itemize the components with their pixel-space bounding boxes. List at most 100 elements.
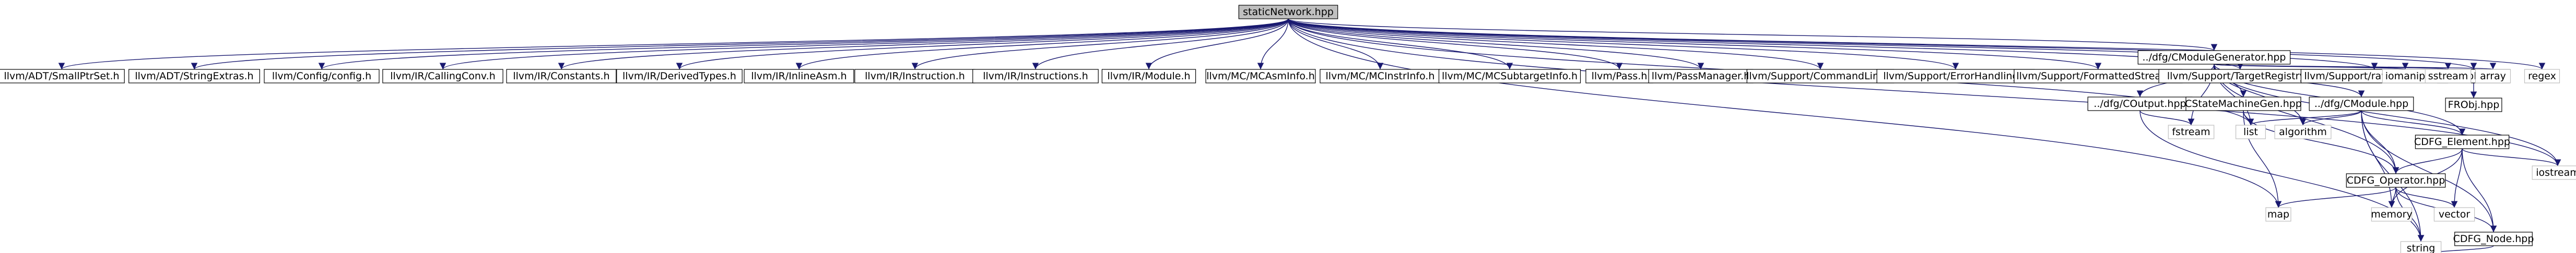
graph-node-label: llvm/PassManager.h	[1652, 70, 1750, 82]
graph-node-llvm-adt-smallptrset-h[interactable]: llvm/ADT/SmallPtrSet.h	[0, 69, 125, 83]
graph-node-label: CDFG_Operator.hpp	[2347, 175, 2445, 186]
graph-node-label: ../dfg/CModuleGenerator.hpp	[2143, 52, 2286, 63]
graph-node-cdfg-element-hpp[interactable]: CDFG_Element.hpp	[2414, 135, 2510, 149]
graph-edge-staticnetwork-hpp-to-llvm-ir-module-h	[1145, 18, 1289, 70]
graph-node-box	[128, 69, 260, 83]
graph-node-label: CDFG_Element.hpp	[2414, 136, 2510, 148]
graph-node-llvm-ir-inlineasm-h[interactable]: llvm/IR/InlineAsm.h	[744, 69, 854, 83]
graph-node-llvm-passmanager-h[interactable]: llvm/PassManager.h	[1648, 69, 1754, 83]
graph-node-label: CStateMachineGen.hpp	[2185, 98, 2302, 110]
graph-node-label: llvm/ADT/StringExtras.h	[135, 70, 253, 82]
graph-node-regex: regex	[2524, 69, 2560, 83]
graph-node-label: llvm/ADT/SmallPtrSet.h	[4, 70, 119, 82]
graph-node-list: list	[2236, 125, 2266, 139]
graph-node-label: algorithm	[2279, 126, 2327, 138]
graph-node-dfg-coutput-hpp[interactable]: ../dfg/COutput.hpp	[2087, 97, 2193, 111]
graph-node-llvm-mc-mcinstrinfo-h[interactable]: llvm/MC/MCInstrInfo.h	[1320, 69, 1441, 83]
graph-node-box	[2400, 241, 2442, 253]
graph-node-label: iostream	[2536, 167, 2576, 178]
graph-node-memory: memory	[2371, 207, 2413, 222]
graph-node-label: llvm/MC/MCInstrInfo.h	[1326, 70, 1435, 82]
graph-node-llvm-ir-derivedtypes-h[interactable]: llvm/IR/DerivedTypes.h	[616, 69, 743, 83]
graph-node-box	[1238, 5, 1338, 19]
graph-edge-cdfg-element-hpp-to-vector	[2451, 148, 2463, 208]
graph-node-llvm-support-commandline-h[interactable]: llvm/Support/CommandLine.h	[1746, 69, 1895, 83]
graph-node-label: llvm/Config/config.h	[272, 70, 371, 82]
graph-edge-cdfg-node-hpp-to-string	[2417, 245, 2494, 253]
graph-node-llvm-support-errorhandling-h[interactable]: llvm/Support/ErrorHandling.h	[1876, 69, 2035, 83]
graph-node-llvm-ir-instructions-h[interactable]: llvm/IR/Instructions.h	[972, 69, 1099, 83]
graph-node-box	[2415, 135, 2510, 149]
graph-edge-staticnetwork-hpp-to-llvm-support-errorhandling-h	[1288, 18, 1959, 70]
graph-node-frobj-hpp[interactable]: FRObj.hpp	[2445, 98, 2502, 112]
graph-node-box	[382, 69, 503, 83]
graph-node-label: llvm/IR/DerivedTypes.h	[622, 70, 736, 82]
graph-edge-dfg-cmodulegenerator-hpp-to-array	[2214, 62, 2496, 70]
graph-node-llvm-mc-mcasminfo-h[interactable]: llvm/MC/MCAsmInfo.h	[1205, 69, 1316, 83]
graph-node-cdfg-node-hpp[interactable]: CDFG_Node.hpp	[2453, 232, 2534, 246]
graph-node-box	[2475, 69, 2511, 83]
graph-node-llvm-config-config-h[interactable]: llvm/Config/config.h	[264, 69, 380, 83]
graph-node-dfg-cmodule-hpp[interactable]: ../dfg/CModule.hpp	[2309, 97, 2414, 111]
graph-edge-staticnetwork-hpp-to-llvm-adt-stringextras-h	[191, 18, 1289, 70]
graph-node-box	[2274, 125, 2332, 139]
graph-node-label: llvm/IR/InlineAsm.h	[751, 70, 846, 82]
graph-edge-staticnetwork-hpp-to-dfg-cmodulegenerator-hpp	[1288, 18, 2217, 51]
graph-node-box	[2168, 125, 2215, 139]
graph-node-algorithm: algorithm	[2274, 125, 2332, 139]
graph-node-label: iomanip	[2385, 70, 2425, 82]
graph-node-label: string	[2407, 243, 2436, 253]
graph-node-llvm-support-formattedstream-h[interactable]: llvm/Support/FormattedStream.h	[2014, 69, 2183, 83]
graph-edge-dfg-cmodule-hpp-to-algorithm	[2299, 110, 2362, 126]
graph-node-box	[2524, 69, 2560, 83]
graph-node-llvm-ir-module-h[interactable]: llvm/IR/Module.h	[1101, 69, 1196, 83]
graph-node-label: llvm/Support/ErrorHandling.h	[1883, 70, 2028, 82]
graph-edge-cstatemachinegen-hpp-to-cdfg-operator-hpp	[2243, 110, 2399, 174]
graph-node-box	[2236, 125, 2266, 139]
graph-node-label: llvm/IR/CallingConv.h	[390, 70, 496, 82]
graph-edge-dfg-coutput-hpp-to-fstream	[2139, 110, 2195, 126]
graph-node-iomanip: iomanip	[2382, 69, 2429, 83]
graph-edge-staticnetwork-hpp-to-llvm-mc-mcinstrinfo-h	[1288, 18, 1384, 70]
graph-node-staticnetwork-hpp[interactable]: staticNetwork.hpp	[1238, 5, 1338, 19]
graph-edge-staticnetwork-hpp-to-llvm-support-commandline-h	[1288, 18, 1824, 70]
graph-node-box	[1585, 69, 1653, 83]
graph-node-llvm-ir-instruction-h[interactable]: llvm/IR/Instruction.h	[854, 69, 975, 83]
graph-node-label: llvm/Pass.h	[1592, 70, 1648, 82]
graph-node-cstatemachinegen-hpp[interactable]: CStateMachineGen.hpp	[2185, 97, 2302, 111]
graph-node-box	[2454, 232, 2533, 246]
graph-edge-cdfg-operator-hpp-to-vector	[2395, 187, 2458, 208]
nodes-layer: staticNetwork.hpp llvm/ADT/SmallPtrSet.h l…	[0, 5, 2576, 253]
graph-node-label: staticNetwork.hpp	[1243, 6, 1334, 18]
graph-node-llvm-support-targetregistry-h[interactable]: llvm/Support/TargetRegistry.h	[2158, 69, 2322, 83]
graph-edge-staticnetwork-hpp-to-llvm-ir-constants-h	[558, 18, 1289, 70]
graph-edge-dfg-cmodulegenerator-hpp-to-iostream	[2214, 64, 2561, 166]
graph-node-dfg-cmodulegenerator-hpp[interactable]: ../dfg/CModuleGenerator.hpp	[2137, 50, 2291, 65]
graph-node-label: vector	[2439, 209, 2470, 220]
graph-node-llvm-ir-callingconv-h[interactable]: llvm/IR/CallingConv.h	[382, 69, 503, 83]
graph-node-box	[744, 69, 854, 83]
graph-node-string: string	[2400, 241, 2442, 253]
graph-node-box	[2265, 207, 2291, 222]
graph-node-label: llvm/IR/Instruction.h	[865, 70, 965, 82]
graph-node-label: ../dfg/COutput.hpp	[2093, 98, 2186, 110]
graph-edge-dfg-cmodule-hpp-to-cdfg-node-hpp	[2361, 110, 2497, 233]
graph-node-label: list	[2243, 126, 2258, 138]
graph-edge-staticnetwork-hpp-to-llvm-ir-inlineasm-h	[795, 18, 1289, 70]
graph-node-box	[2185, 97, 2301, 111]
graph-node-llvm-mc-mcsubtargetinfo-h[interactable]: llvm/MC/MCSubtargetInfo.h	[1438, 69, 1581, 83]
graph-node-label: llvm/IR/Instructions.h	[983, 70, 1088, 82]
graph-node-label: map	[2267, 209, 2289, 220]
graph-node-cdfg-operator-hpp[interactable]: CDFG_Operator.hpp	[2346, 173, 2446, 188]
graph-node-llvm-pass-h[interactable]: llvm/Pass.h	[1585, 69, 1653, 83]
graph-node-label: memory	[2371, 209, 2412, 220]
graph-node-label: llvm/Support/FormattedStream.h	[2016, 70, 2180, 82]
graph-node-box	[2532, 165, 2576, 180]
graph-edge-dfg-cmodule-hpp-to-list	[2247, 110, 2362, 126]
graph-node-label: llvm/Support/TargetRegistry.h	[2167, 70, 2313, 82]
graph-edge-staticnetwork-hpp-to-llvm-passmanager-h	[1288, 18, 1704, 70]
graph-node-label: llvm/Support/CommandLine.h	[1746, 70, 1895, 82]
graph-node-label: fstream	[2172, 126, 2210, 138]
graph-node-llvm-ir-constants-h[interactable]: llvm/IR/Constants.h	[506, 69, 617, 83]
graph-node-llvm-adt-stringextras-h[interactable]: llvm/ADT/StringExtras.h	[128, 69, 260, 83]
